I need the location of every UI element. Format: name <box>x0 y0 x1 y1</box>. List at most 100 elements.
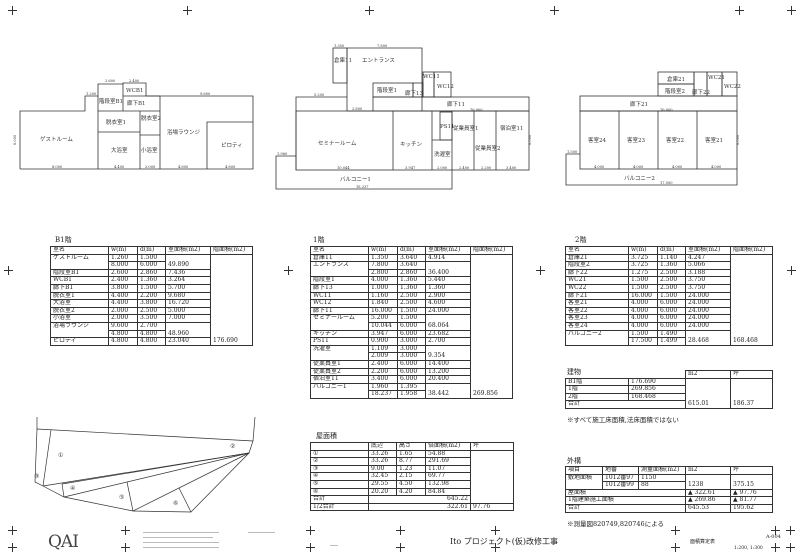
dimension: 2.000 <box>145 165 156 169</box>
registration-cross-icon <box>8 526 17 535</box>
room-name: 廊下13 <box>310 283 369 293</box>
sheet-title: 面積算定表 <box>690 539 716 545</box>
width-m: 1.160 <box>368 291 398 301</box>
total-tsubo: 186.37 <box>730 377 773 409</box>
room-area: 3.750 <box>685 276 731 285</box>
height: 1.23 <box>396 464 426 474</box>
depth-m: 3.000 <box>397 352 426 361</box>
room-area: 24.000 <box>685 291 731 301</box>
width-m: 3.725 <box>628 253 658 263</box>
dimension: 5.200 <box>314 93 325 97</box>
room-label: バルコニー2 <box>624 175 655 182</box>
roof-triangulation-diagram: ① ② ③ ④ ⑤ ⑥ <box>34 416 256 513</box>
room-area: 5.440 <box>425 276 471 285</box>
registration-cross-icon <box>735 6 744 15</box>
base: 9.00 <box>368 464 397 474</box>
room-name: キッチン <box>310 329 369 339</box>
dimension: 4.800 <box>225 165 236 169</box>
depth-m: 1.490 <box>657 329 686 339</box>
registration-cross-icon <box>771 543 780 552</box>
dimension: 17.500 <box>660 181 673 185</box>
dimension: 4.800 <box>178 165 189 169</box>
col-header: 坪 <box>470 442 514 451</box>
depth-m: 2.500 <box>397 299 426 308</box>
width-m: 4.000 <box>628 321 658 331</box>
registration-cross-icon <box>787 6 796 15</box>
room-name: 客室24 <box>565 321 629 331</box>
room-name: 宿泊室11 <box>310 375 369 384</box>
triangle-label: ② <box>230 443 235 450</box>
room-name: 階段室B1 <box>50 268 109 278</box>
width-m: 0.900 <box>368 337 398 346</box>
width-m: 1.109 <box>368 344 398 354</box>
width-m: 2.000 <box>108 314 138 323</box>
room-name: セミナールーム <box>310 314 369 331</box>
floor-area: 176.690 <box>628 377 686 387</box>
floor-plans: ゲストルーム 階段室B1 WCB1 廊下B1 脱衣室1 脱衣室2 大浴室 小浴室… <box>13 44 741 190</box>
depth-m: 4.800 <box>137 337 166 346</box>
room-label: バルコニー1 <box>340 176 371 183</box>
dimension: 2.400 <box>459 166 470 170</box>
col-header: m2 <box>685 466 731 475</box>
drawing-scale: 1:200, 1:300 <box>734 546 763 551</box>
room-area: 23.040 <box>165 337 211 346</box>
registration-cross-icon <box>771 526 780 535</box>
depth-m: 3.800 <box>137 299 166 308</box>
width-m: 1.000 <box>368 283 398 293</box>
depth-m: 1.958 <box>397 390 426 399</box>
project-title: Ito プロジェクト(仮)改修工事 <box>450 537 558 546</box>
width-m: 4.800 <box>108 337 138 346</box>
depth-m: 6.000 <box>137 261 166 270</box>
room-area: 36.400 <box>425 261 471 278</box>
width-m: 1.500 <box>628 283 658 293</box>
registration-cross-icon <box>8 6 17 15</box>
triangle-label: ① <box>58 452 63 459</box>
table-title-building: 建物 <box>567 368 581 376</box>
depth-m: 6.000 <box>397 321 426 331</box>
value-m2: 645.53 <box>685 503 731 513</box>
room-name: WC22 <box>565 283 629 293</box>
room-name: WC11 <box>310 291 369 301</box>
row-label: 屋面積 <box>565 488 686 498</box>
depth-m: 2.500 <box>657 268 686 278</box>
room-area: 4.914 <box>425 253 471 263</box>
dimension: 2.400 <box>129 79 140 83</box>
room-name: 客室22 <box>565 306 629 316</box>
plan-1f: 倉庫11 エントランス 階段室1 廊下13 WC11 WC12 廊下11 セミナ… <box>275 44 532 190</box>
room-area: 4.247 <box>685 253 731 263</box>
room-area: 16.720 <box>165 299 211 308</box>
dimension: 16.000 <box>470 108 483 112</box>
company-info-line <box>143 542 219 543</box>
floor-total-area: 168.468 <box>730 253 773 346</box>
dimension: 6.000 <box>528 134 532 145</box>
triangle-label: ④ <box>70 485 75 492</box>
col-header: 室面積(m2) <box>685 246 731 255</box>
double-area: 69.77 <box>425 472 471 481</box>
width-m: 1.960 <box>368 382 398 392</box>
room-area: 2.900 <box>425 291 471 301</box>
room-area: 13.200 <box>425 367 471 377</box>
room-name: 階段室1 <box>310 276 369 285</box>
depth-m: 3.640 <box>397 253 426 263</box>
room-area: 23.682 <box>425 329 471 339</box>
width-m: 16.000 <box>628 291 658 301</box>
room-area: 24.000 <box>685 306 731 316</box>
width-m: 4.400 <box>108 291 138 301</box>
registration-cross-icon <box>306 526 315 535</box>
room-name: 小浴室 <box>50 314 109 323</box>
floor-total-area: 176.690 <box>210 253 253 346</box>
room-area: 20.400 <box>425 375 471 384</box>
width-m: 7.800 <box>368 261 398 270</box>
total-m2: 615.01 <box>685 377 731 409</box>
width-m: 3.400 <box>368 375 398 384</box>
room-name: 廊下B1 <box>50 283 109 293</box>
room-name: WC12 <box>310 299 369 308</box>
room-name: バルコニー2 <box>565 329 629 346</box>
room-name: 倉庫21 <box>565 253 629 263</box>
depth-m: 6.000 <box>397 367 426 377</box>
lot-area: 1150 <box>638 473 686 483</box>
